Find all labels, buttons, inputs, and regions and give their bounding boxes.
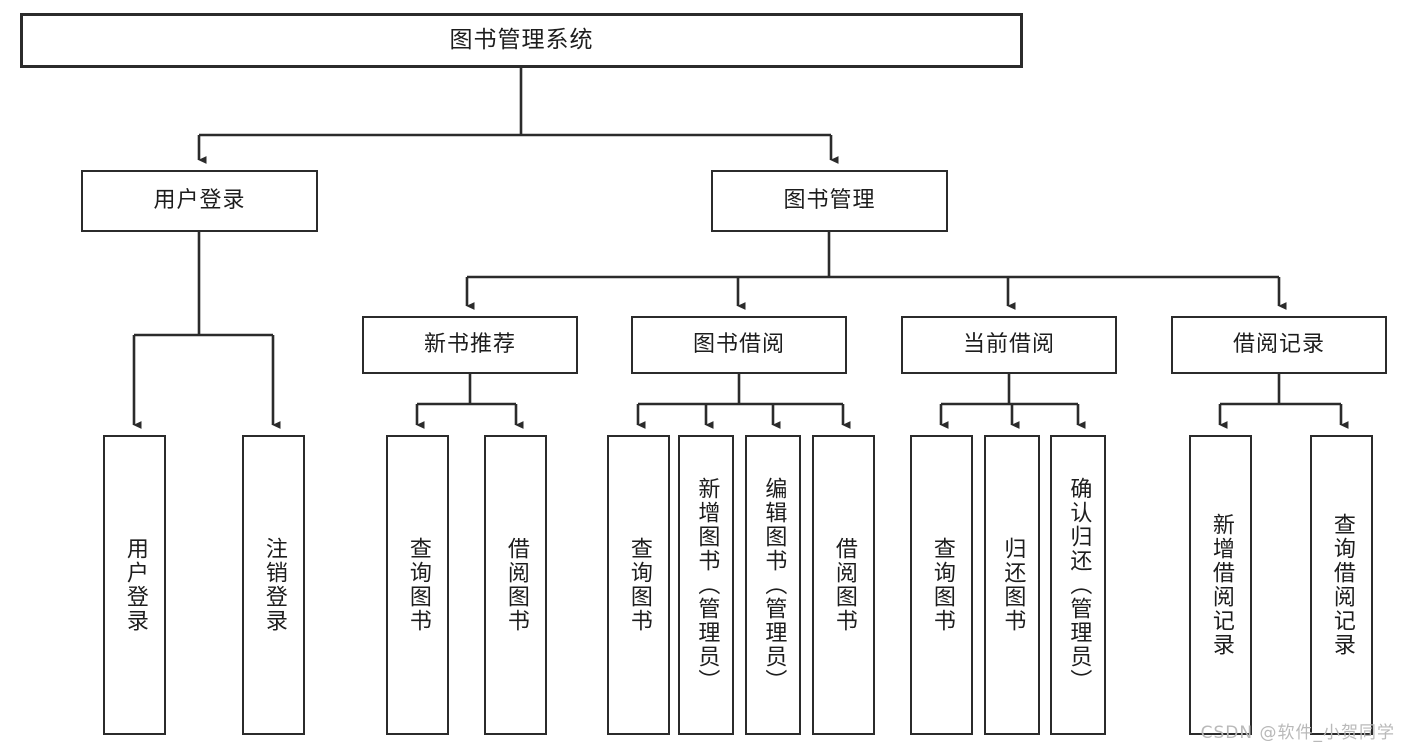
node-leaf-borrow-book-rec-label: 借阅图书 [503, 537, 529, 633]
node-current-borrow-label: 当前借阅 [962, 332, 1055, 358]
node-leaf-add-book-label: 新增图书（管理员） [694, 477, 720, 693]
leaf-text-wrap: 查询图书 [625, 437, 652, 733]
node-leaf-borrow-book-rec[interactable]: 借阅图书 [484, 435, 547, 735]
node-borrow-record[interactable]: 借阅记录 [1171, 316, 1387, 374]
node-new-book-rec-label: 新书推荐 [423, 332, 516, 358]
node-leaf-edit-book-label: 编辑图书（管理员） [761, 477, 787, 693]
node-borrow-record-label: 借阅记录 [1232, 332, 1325, 358]
leaf-text-wrap: 借阅图书 [502, 437, 529, 733]
leaf-text-wrap: 用户登录 [121, 437, 148, 733]
node-leaf-user-login[interactable]: 用户登录 [103, 435, 166, 735]
node-leaf-query-record-label: 查询借阅记录 [1329, 513, 1355, 657]
node-user-login[interactable]: 用户登录 [81, 170, 318, 232]
node-leaf-query-book-brw[interactable]: 查询图书 [607, 435, 670, 735]
leaf-text-wrap: 新增图书（管理员） [693, 437, 720, 733]
node-leaf-user-logout-label: 注销登录 [261, 537, 287, 633]
node-leaf-query-record[interactable]: 查询借阅记录 [1310, 435, 1373, 735]
node-user-login-label: 用户登录 [153, 188, 246, 214]
node-leaf-confirm-return-label: 确认归还（管理员） [1066, 477, 1092, 693]
leaf-text-wrap: 注销登录 [260, 437, 287, 733]
leaf-text-wrap: 查询图书 [404, 437, 431, 733]
node-root-system[interactable]: 图书管理系统 [20, 13, 1023, 68]
node-leaf-user-login-label: 用户登录 [122, 537, 148, 633]
node-leaf-add-record-label: 新增借阅记录 [1208, 513, 1234, 657]
node-leaf-borrow-book-brw-label: 借阅图书 [831, 537, 857, 633]
node-leaf-add-book[interactable]: 新增图书（管理员） [678, 435, 734, 735]
node-leaf-query-book-rec-label: 查询图书 [405, 537, 431, 633]
node-leaf-add-record[interactable]: 新增借阅记录 [1189, 435, 1252, 735]
node-book-borrow-label: 图书借阅 [692, 332, 785, 358]
leaf-text-wrap: 确认归还（管理员） [1065, 437, 1092, 733]
node-new-book-rec[interactable]: 新书推荐 [362, 316, 578, 374]
node-leaf-return-book[interactable]: 归还图书 [984, 435, 1040, 735]
node-leaf-query-book-brw-label: 查询图书 [626, 537, 652, 633]
node-book-manage[interactable]: 图书管理 [711, 170, 948, 232]
leaf-text-wrap: 编辑图书（管理员） [760, 437, 787, 733]
leaf-text-wrap: 查询图书 [928, 437, 955, 733]
leaf-text-wrap: 查询借阅记录 [1328, 437, 1355, 733]
node-current-borrow[interactable]: 当前借阅 [901, 316, 1117, 374]
node-leaf-query-book-cur[interactable]: 查询图书 [910, 435, 973, 735]
node-root-label: 图书管理系统 [449, 27, 594, 54]
node-book-manage-label: 图书管理 [783, 188, 876, 214]
node-leaf-return-book-label: 归还图书 [1000, 537, 1026, 633]
node-book-borrow[interactable]: 图书借阅 [631, 316, 847, 374]
leaf-text-wrap: 借阅图书 [830, 437, 857, 733]
node-leaf-borrow-book-brw[interactable]: 借阅图书 [812, 435, 875, 735]
leaf-text-wrap: 归还图书 [999, 437, 1026, 733]
csdn-watermark: CSDN @软件_小贺同学 [1200, 723, 1395, 743]
node-leaf-query-book-rec[interactable]: 查询图书 [386, 435, 449, 735]
node-leaf-edit-book[interactable]: 编辑图书（管理员） [745, 435, 801, 735]
node-leaf-query-book-cur-label: 查询图书 [929, 537, 955, 633]
leaf-text-wrap: 新增借阅记录 [1207, 437, 1234, 733]
node-leaf-confirm-return[interactable]: 确认归还（管理员） [1050, 435, 1106, 735]
node-leaf-user-logout[interactable]: 注销登录 [242, 435, 305, 735]
